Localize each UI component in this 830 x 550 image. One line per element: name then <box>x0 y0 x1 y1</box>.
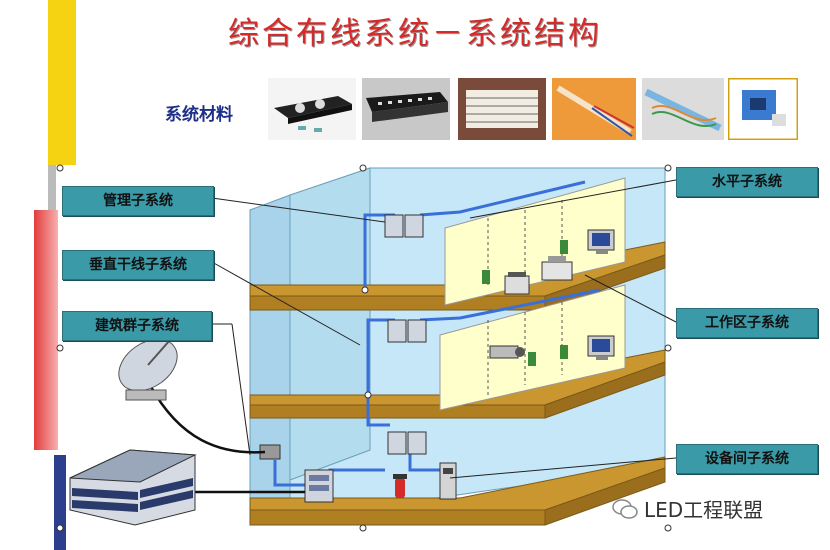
materials-label: 系统材料 <box>165 105 233 125</box>
label-management-subsystem: 管理子系统 <box>62 186 214 216</box>
label-vertical-subsystem: 垂直干线子系统 <box>62 250 214 280</box>
rack-bottom <box>304 469 334 503</box>
satellite-dish-icon <box>118 338 178 401</box>
computer-middle <box>587 335 615 360</box>
decor-stripe-yellow <box>48 0 76 165</box>
rj45-module-icon <box>728 78 798 140</box>
server-bottom <box>439 462 457 500</box>
label-equipment-subsystem: 设备间子系统 <box>676 444 818 474</box>
label-workarea-subsystem: 工作区子系统 <box>676 308 818 338</box>
projector-middle <box>489 345 525 359</box>
wechat-icon <box>612 498 638 519</box>
label-campus-subsystem: 建筑群子系统 <box>62 311 212 341</box>
decor-stripe-gray <box>48 165 56 210</box>
twisted-pair-cable-icon <box>642 78 724 140</box>
patch-panel-open-icon <box>268 78 356 140</box>
label-horizontal-subsystem: 水平子系统 <box>676 167 818 197</box>
office-building-icon <box>69 449 197 526</box>
patch-panel-rj45-icon <box>362 78 450 140</box>
computer-top <box>587 229 615 254</box>
management-panels <box>384 214 427 455</box>
floor-bottom <box>249 456 666 526</box>
watermark: LED工程联盟 <box>612 494 763 523</box>
cross-connect-block-icon <box>458 78 546 140</box>
decor-stripe-red <box>34 210 58 450</box>
fax-top <box>541 256 573 281</box>
floor-middle <box>249 349 666 419</box>
phone-top <box>504 272 530 295</box>
partition-middle <box>439 284 626 411</box>
fiber-cable-icon <box>552 78 636 140</box>
watermark-text: LED工程联盟 <box>644 498 764 522</box>
page-title: 综合布线系统－系统结构 <box>228 16 602 52</box>
extinguisher-icon <box>393 474 407 498</box>
